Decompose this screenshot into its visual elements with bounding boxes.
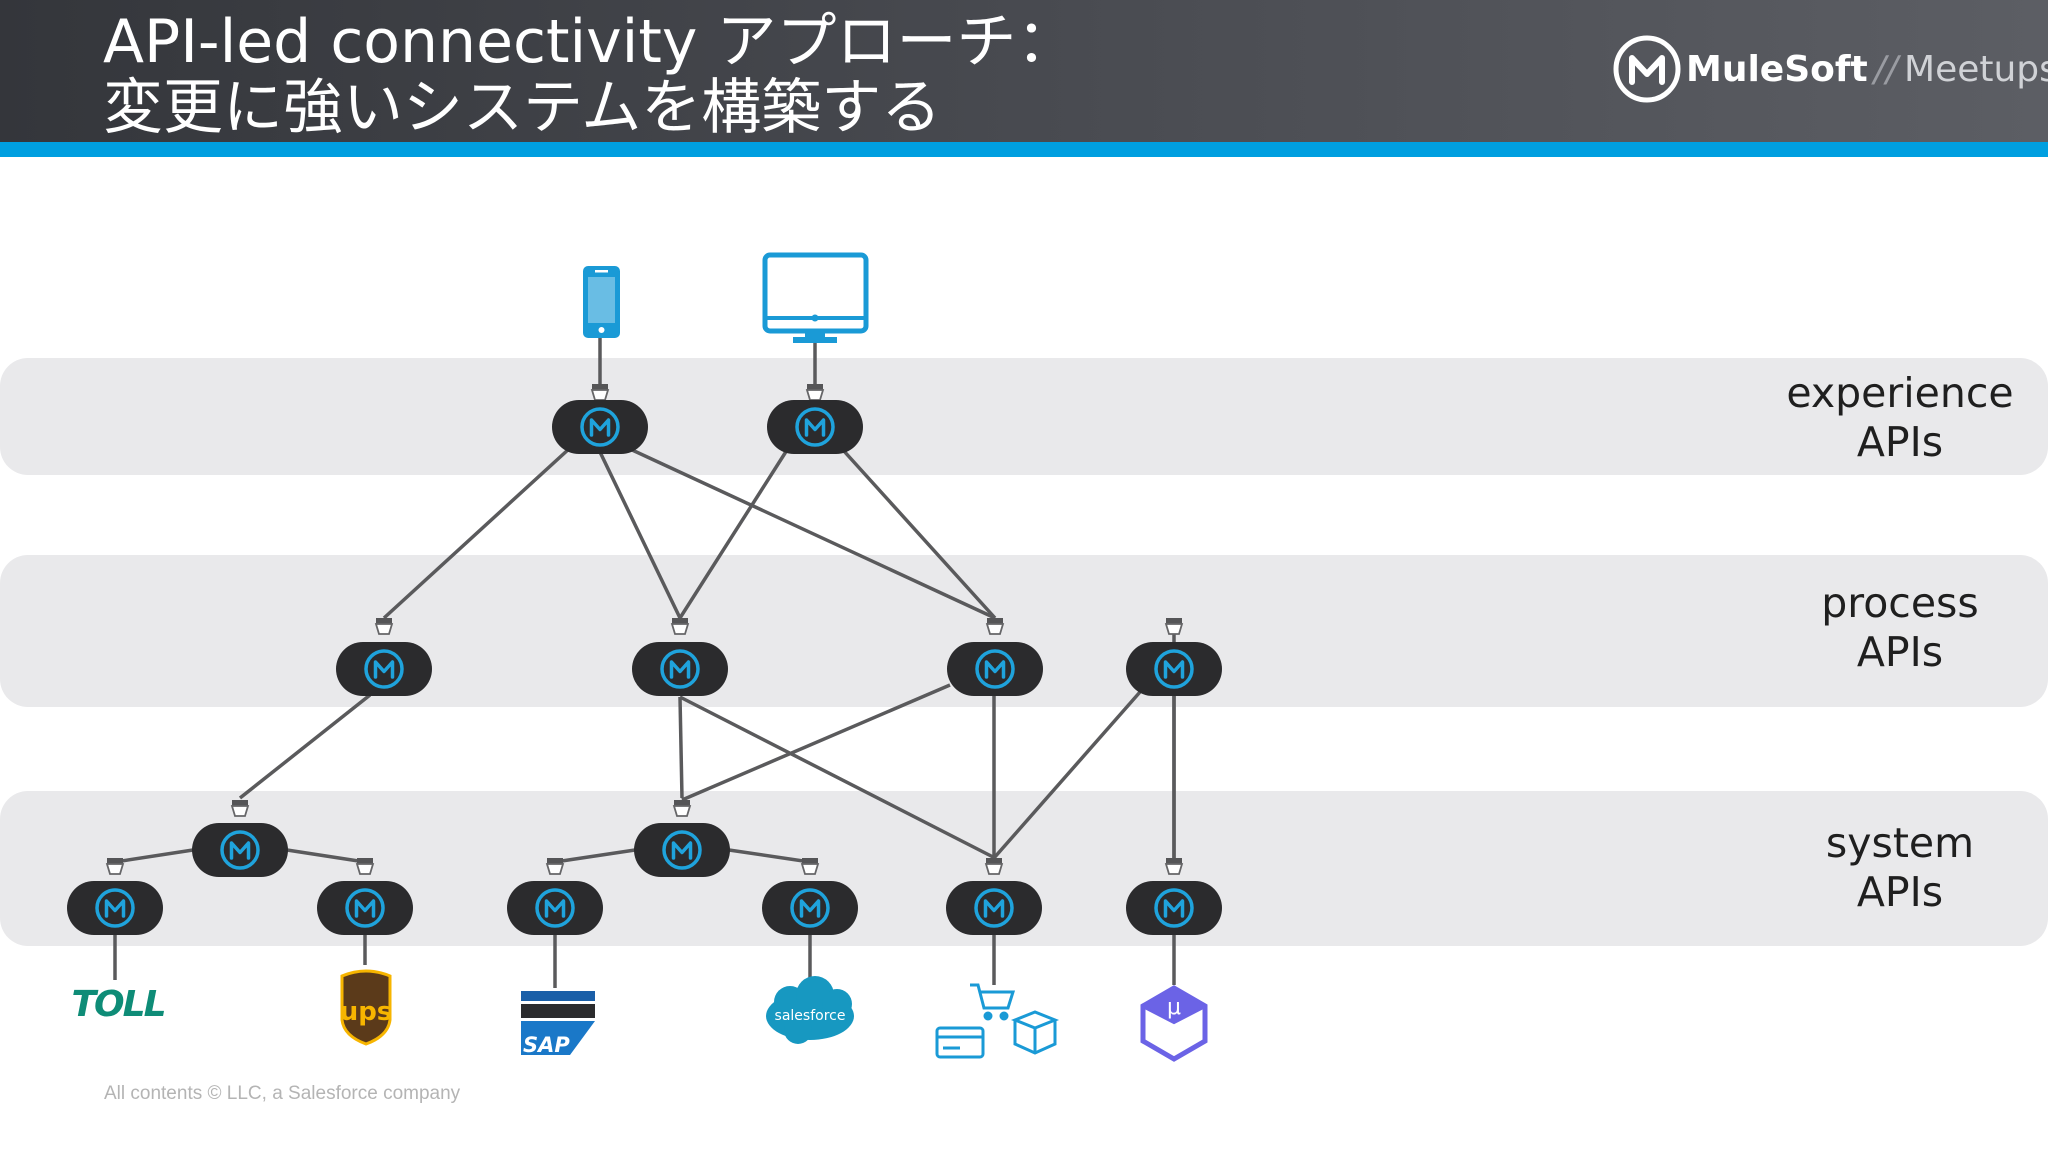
- layer-band-experience: [0, 358, 2048, 475]
- mule-node-icon: [65, 879, 165, 937]
- mule-node-icon: [944, 879, 1044, 937]
- ecommerce-cart-icon: [935, 983, 1060, 1059]
- layer-label-system-line-2: APIs: [1857, 868, 1943, 916]
- salesforce-logo-icon: salesforce: [766, 976, 854, 1044]
- header-accent-bar: [0, 142, 2048, 157]
- connection-lines: [113, 336, 1176, 988]
- mule-node-icon: [334, 640, 434, 698]
- mule-node-icon: [630, 640, 730, 698]
- page-title-line-2: 変更に強いシステムを構築する: [103, 73, 942, 143]
- mule-node-icon: [760, 879, 860, 937]
- layer-label-process-line-2: APIs: [1857, 628, 1943, 676]
- toll-logo-icon: TOLL: [71, 984, 164, 1025]
- salesforce-logo-text: salesforce: [775, 1008, 846, 1024]
- mule-node-icon: [765, 398, 865, 456]
- header-banner: [0, 0, 2048, 142]
- mule-node-icon: [315, 879, 415, 937]
- brand-subtitle: Meetups: [1904, 49, 2048, 90]
- mobile-phone-icon: [583, 266, 620, 338]
- mulesoft-logo-icon: [1613, 35, 1681, 103]
- mule-node-icon: [1124, 640, 1224, 698]
- layer-label-process-line-1: process: [1821, 579, 1979, 627]
- layer-label-experience-line-2: APIs: [1857, 418, 1943, 466]
- layer-band-process: [0, 555, 2048, 707]
- mule-node-icon: [550, 398, 650, 456]
- desktop-monitor-icon: [762, 252, 869, 343]
- mule-node-icon: [505, 879, 605, 937]
- mule-node-icon: [190, 821, 290, 879]
- sap-logo-icon: SAP: [521, 991, 595, 1057]
- layer-label-system-line-1: system: [1826, 819, 1974, 867]
- page-title-line-1: API-led connectivity アプローチ：: [103, 7, 1077, 77]
- microservice-logo-text: μ: [1167, 995, 1181, 1020]
- mule-node-icon: [1124, 879, 1224, 937]
- mule-node-icon: [945, 640, 1045, 698]
- microservice-logo-icon: μ: [1140, 985, 1208, 1062]
- ups-logo-text: ups: [340, 997, 393, 1027]
- mule-node-icon: [632, 821, 732, 879]
- ups-logo-icon: ups: [340, 969, 393, 1046]
- layer-label-experience-line-1: experience: [1786, 369, 2013, 417]
- sap-logo-text: SAP: [523, 1033, 570, 1057]
- brand-text: MuleSoft//Meetups: [1686, 46, 2048, 94]
- copyright-footer: All contents © LLC, a Salesforce company: [104, 1083, 461, 1104]
- brand-logo: MuleSoft//Meetups: [1612, 34, 2048, 106]
- brand-name: MuleSoft: [1686, 49, 1868, 90]
- brand-separator: //: [1873, 49, 1899, 90]
